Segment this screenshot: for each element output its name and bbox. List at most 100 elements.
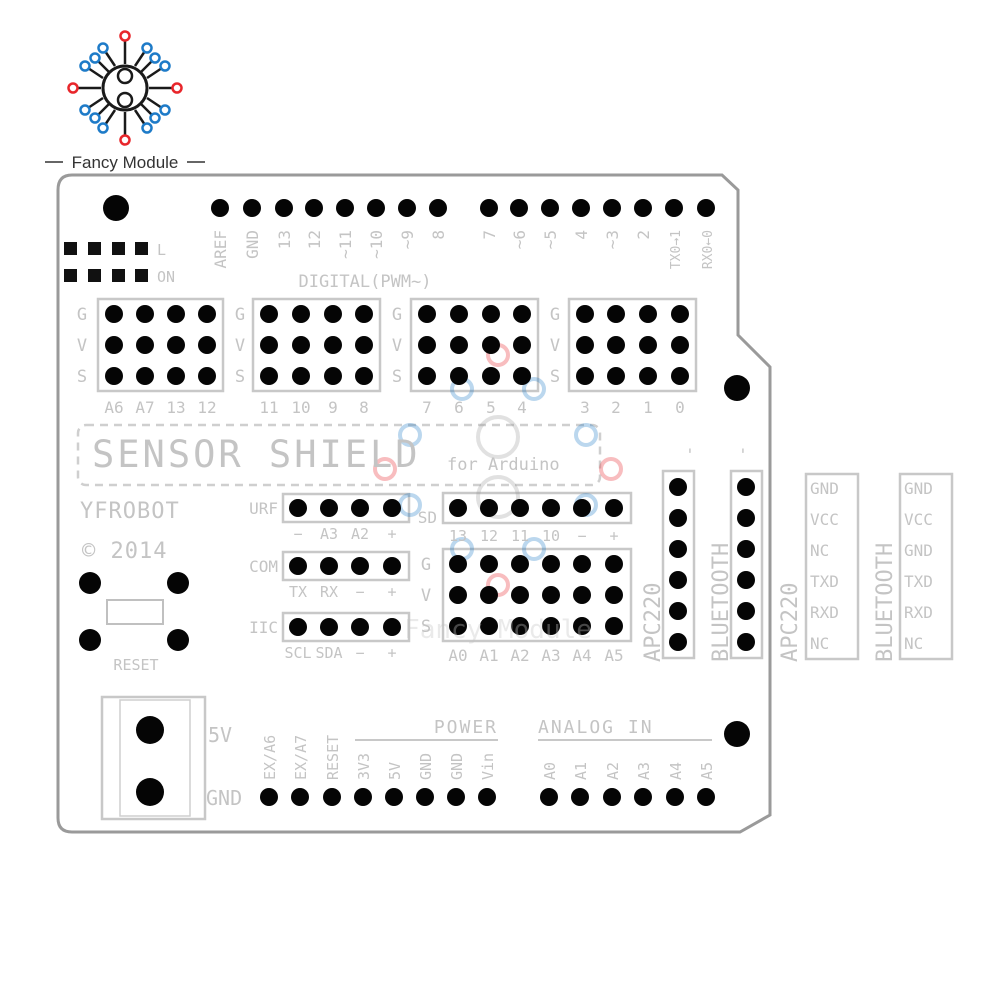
small-header-pin-label: SDA (315, 644, 342, 662)
led-pad (88, 242, 101, 255)
power-label: POWER (434, 717, 498, 738)
gvs-pin (355, 336, 373, 354)
analog-in-pin-label: A4 (667, 762, 685, 780)
bluetooth-side-pin-label: GND (904, 479, 933, 498)
apc220-header-frame (661, 469, 696, 660)
digital-pin-label: ~6 (510, 230, 529, 249)
digital-pin-label: 2 (634, 230, 653, 240)
small-header-label: IIC (249, 618, 278, 637)
gvs-block-pin-label: 2 (611, 398, 621, 417)
gvs-pin (639, 336, 657, 354)
logo-node (97, 122, 109, 134)
gvs-pin (324, 336, 342, 354)
logo-node (119, 30, 131, 42)
analog-gvs-pin-label: A0 (448, 646, 467, 665)
digital-header-pin (541, 199, 559, 217)
sd-pin-label: − (577, 527, 586, 545)
sd-header-pin (449, 499, 467, 517)
analog-in-pin-label: A0 (541, 762, 559, 780)
bluetooth-side-pin-label: TXD (904, 572, 933, 591)
digital-pin-label: ~9 (398, 230, 417, 249)
small-header-pin (320, 499, 338, 517)
apc220-pin (669, 478, 687, 496)
power-header-pin (323, 788, 341, 806)
small-header-pin-label: A2 (351, 525, 369, 543)
gvs-row-label: V (77, 336, 87, 356)
analog-in-header-pin (666, 788, 684, 806)
gvs-block-pin-label: A7 (135, 398, 154, 417)
small-header-frame (281, 550, 411, 582)
apc220-side-frame (804, 472, 860, 661)
digital-header-pin (243, 199, 261, 217)
analog-in-header-pin (634, 788, 652, 806)
reset-button-leg (167, 572, 189, 594)
apc220-pin (669, 571, 687, 589)
gvs-block-frame (96, 297, 225, 393)
digital-header-pin (572, 199, 590, 217)
logo-core-node (116, 91, 134, 109)
small-header-pin (320, 557, 338, 575)
gvs-pin (418, 305, 436, 323)
gvs-pin (639, 305, 657, 323)
bluetooth-pin (737, 509, 755, 527)
watermark-text: Fancy Module (404, 615, 592, 645)
analog-gvs-row-label: G (421, 555, 431, 575)
watermark-node (522, 377, 546, 401)
digital-header-pin (336, 199, 354, 217)
gvs-row-label: S (392, 367, 402, 387)
gvs-pin (167, 336, 185, 354)
gvs-block-pin-label: 6 (454, 398, 464, 417)
digital-pin-label: ~11 (336, 230, 355, 259)
small-header-pin (351, 618, 369, 636)
logo-node (159, 60, 171, 72)
gvs-pin (260, 336, 278, 354)
apc220-side-pin-label: RXD (810, 603, 839, 622)
small-header-frame (281, 492, 411, 524)
gvs-pin (513, 367, 531, 385)
apc220-side-label: APC220 (778, 583, 803, 662)
bluetooth-pin (737, 602, 755, 620)
gvs-pin (198, 367, 216, 385)
analog-gvs-row-label: S (421, 617, 431, 637)
power-pin-label: GND (417, 753, 435, 780)
analog-gvs-pin (511, 555, 529, 573)
led-pad (112, 242, 125, 255)
gvs-row-label: V (392, 336, 402, 356)
gvs-pin (671, 336, 689, 354)
terminal-5v-label: 5V (208, 723, 232, 747)
analog-in-label: ANALOG IN (538, 717, 654, 738)
logo-node (79, 104, 91, 116)
small-header-pin (383, 499, 401, 517)
sd-header-pin (480, 499, 498, 517)
apc220-side-pin-label: VCC (810, 510, 839, 529)
analog-gvs-pin-label: A3 (541, 646, 560, 665)
sd-header-pin (605, 499, 623, 517)
small-header-pin-label: + (387, 583, 396, 601)
power-header-pin (416, 788, 434, 806)
digital-header-pin (634, 199, 652, 217)
mounting-hole (724, 721, 750, 747)
logo-node (171, 82, 183, 94)
analog-gvs-pin (605, 586, 623, 604)
gvs-pin (639, 367, 657, 385)
led-pad (135, 269, 148, 282)
gvs-block-pin-label: A6 (104, 398, 123, 417)
analog-gvs-pin (542, 586, 560, 604)
gvs-pin (292, 367, 310, 385)
power-header-pin (354, 788, 372, 806)
gvs-pin (576, 305, 594, 323)
small-header-pin (351, 557, 369, 575)
analog-gvs-pin (449, 586, 467, 604)
small-header-pin (289, 499, 307, 517)
gvs-pin (482, 305, 500, 323)
power-header-pin (385, 788, 403, 806)
led-pad (112, 269, 125, 282)
small-header-pin-label: SCL (284, 644, 311, 662)
title-banner-frame (76, 423, 602, 487)
analog-gvs-pin-label: A1 (479, 646, 498, 665)
sd-pin-label: 12 (480, 527, 498, 545)
gvs-block-pin-label: 8 (359, 398, 369, 417)
sd-pin-label: 11 (511, 527, 529, 545)
bluetooth-side-label: BLUETOOTH (873, 543, 898, 662)
